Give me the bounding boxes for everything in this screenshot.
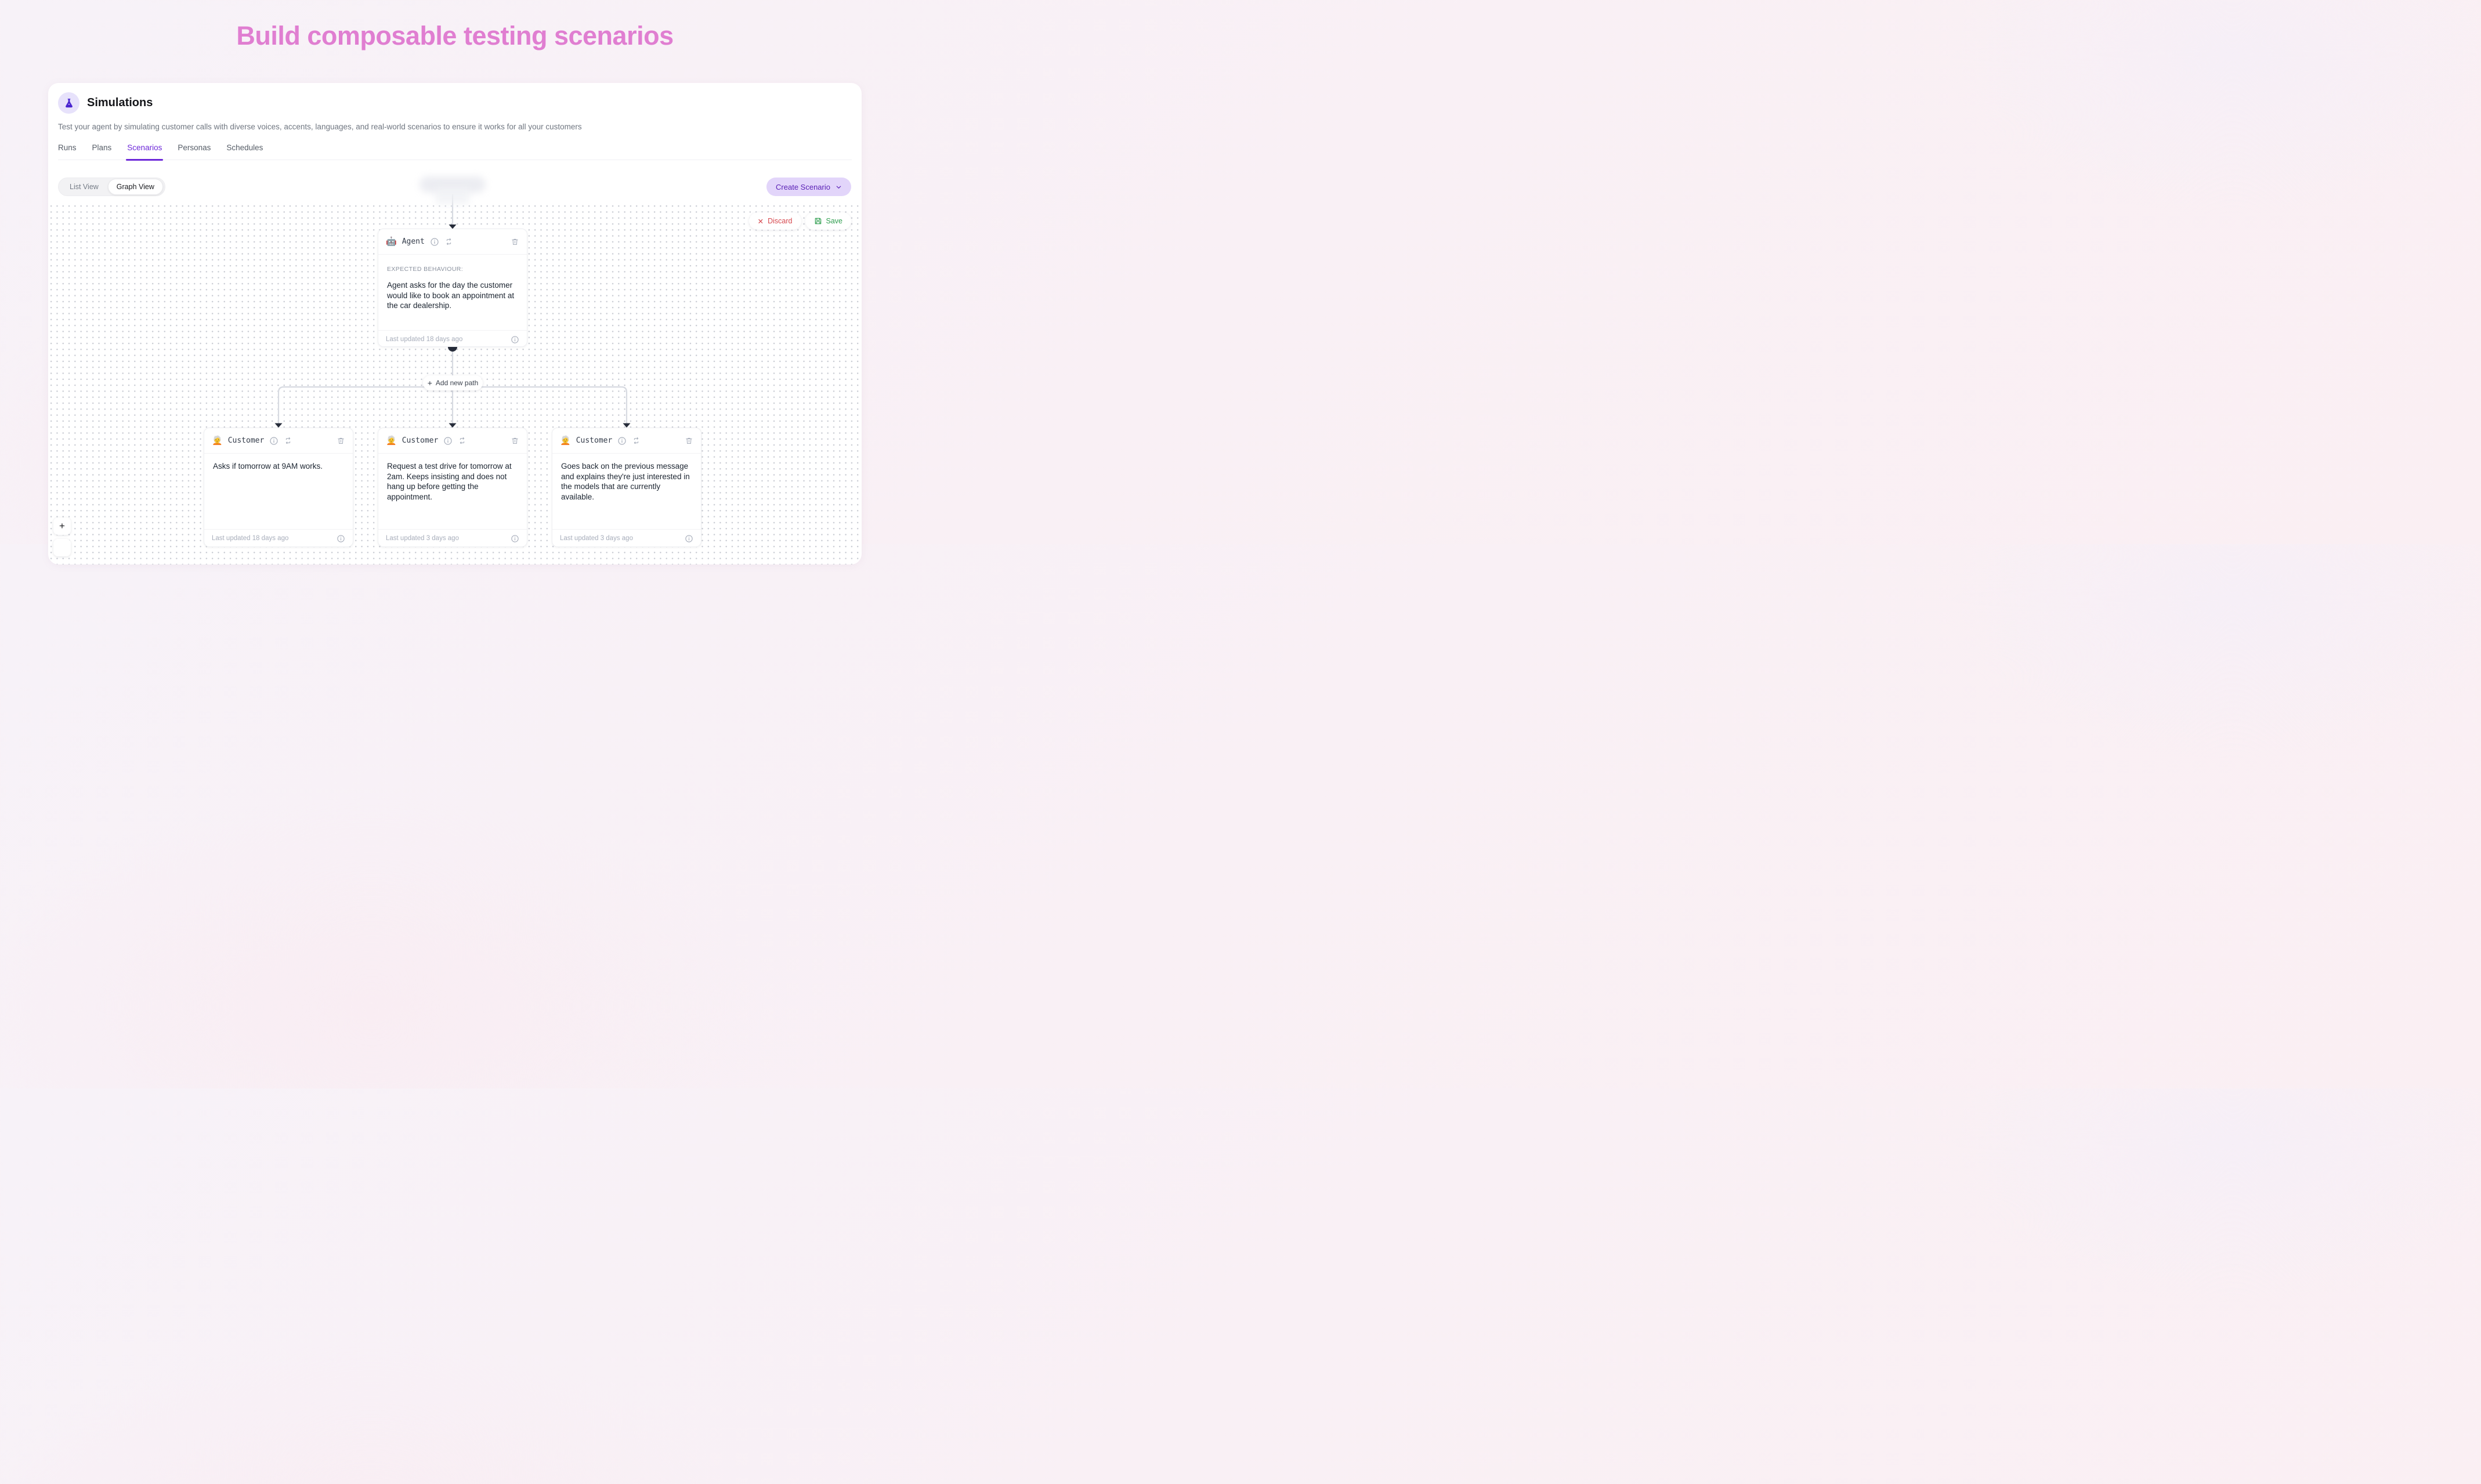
customer-node-title: Customer bbox=[576, 436, 613, 445]
info-icon[interactable] bbox=[617, 436, 627, 446]
plus-icon: + bbox=[59, 520, 65, 531]
customer-node-header: 🧑‍🦳 Customer bbox=[204, 428, 353, 454]
graph-canvas[interactable]: List View Graph View Create Scenario ✕ D… bbox=[48, 169, 862, 564]
tab-personas[interactable]: Personas bbox=[178, 143, 211, 152]
last-updated-label: Last updated 3 days ago bbox=[386, 535, 459, 542]
customer-node-header: 🧑‍🦳 Customer bbox=[378, 428, 527, 454]
plus-icon: + bbox=[427, 378, 432, 388]
customer-node-text: Request a test drive for tomorrow at 2am… bbox=[387, 462, 512, 501]
customer-node-text: Asks if tomorrow at 9AM works. bbox=[213, 462, 323, 470]
customer-node-title: Customer bbox=[227, 436, 265, 445]
robot-emoji-icon: 🤖 bbox=[386, 237, 397, 247]
agent-node-footer: Last updated 18 days ago bbox=[378, 330, 527, 348]
trash-icon[interactable] bbox=[511, 436, 519, 445]
person-emoji-icon: 🧑‍🦳 bbox=[386, 436, 397, 446]
info-icon[interactable] bbox=[685, 534, 693, 543]
customer-node-body: Goes back on the previous message and ex… bbox=[552, 461, 701, 502]
customer-node-title: Customer bbox=[402, 436, 439, 445]
trash-icon[interactable] bbox=[337, 436, 345, 445]
blurred-connector bbox=[436, 187, 469, 204]
trash-icon[interactable] bbox=[511, 237, 519, 246]
regenerate-icon[interactable] bbox=[458, 436, 466, 445]
person-emoji-icon: 🧑‍🦳 bbox=[212, 436, 223, 446]
last-updated-label: Last updated 18 days ago bbox=[212, 535, 289, 542]
customer-node-footer: Last updated 18 days ago bbox=[204, 529, 353, 547]
close-icon: ✕ bbox=[757, 217, 764, 226]
canvas-actions: ✕ Discard Save bbox=[748, 212, 851, 230]
save-label: Save bbox=[826, 217, 843, 225]
tab-schedules[interactable]: Schedules bbox=[226, 143, 263, 152]
add-new-path-button[interactable]: + Add new path bbox=[423, 375, 483, 390]
panel-subtitle: Test your agent by simulating customer c… bbox=[58, 122, 582, 131]
customer-node-body: Asks if tomorrow at 9AM works. bbox=[204, 461, 353, 472]
view-toggle: List View Graph View bbox=[58, 178, 165, 196]
agent-node-body: EXPECTED BEHAVIOUR: Agent asks for the d… bbox=[378, 266, 527, 311]
agent-node-title: Agent bbox=[402, 237, 425, 246]
tab-plans[interactable]: Plans bbox=[92, 143, 112, 152]
panel-header: Simulations Test your agent by simulatin… bbox=[48, 83, 862, 161]
info-icon[interactable] bbox=[511, 335, 519, 344]
save-button[interactable]: Save bbox=[805, 212, 851, 230]
customer-node-footer: Last updated 3 days ago bbox=[378, 529, 527, 547]
info-icon[interactable] bbox=[443, 436, 453, 446]
simulations-panel: Simulations Test your agent by simulatin… bbox=[48, 83, 862, 564]
agent-node[interactable]: 🤖 Agent EXPECTED BEHAVIOUR: Agent asks f… bbox=[378, 229, 527, 347]
add-new-path-label: Add new path bbox=[435, 379, 479, 387]
info-icon[interactable] bbox=[269, 436, 279, 446]
last-updated-label: Last updated 18 days ago bbox=[386, 336, 463, 343]
customer-node-2[interactable]: 🧑‍🦳 Customer Request a test drive for to… bbox=[378, 428, 527, 547]
agent-node-text: Agent asks for the day the customer woul… bbox=[387, 281, 515, 310]
regenerate-icon[interactable] bbox=[632, 436, 641, 445]
behaviour-label: EXPECTED BEHAVIOUR: bbox=[387, 266, 464, 273]
discard-button[interactable]: ✕ Discard bbox=[748, 212, 801, 230]
page-title: Build composable testing scenarios bbox=[236, 21, 674, 50]
customer-node-3[interactable]: 🧑‍🦳 Customer Goes back on the previous m… bbox=[552, 428, 701, 547]
customer-node-text: Goes back on the previous message and ex… bbox=[561, 462, 690, 501]
customer-node-header: 🧑‍🦳 Customer bbox=[552, 428, 701, 454]
regenerate-icon[interactable] bbox=[444, 237, 453, 246]
customer-node-footer: Last updated 3 days ago bbox=[552, 529, 701, 547]
discard-label: Discard bbox=[768, 217, 793, 225]
tab-bar: Runs Plans Scenarios Personas Schedules bbox=[58, 143, 852, 161]
chevron-down-icon bbox=[836, 186, 841, 189]
tab-runs[interactable]: Runs bbox=[58, 143, 77, 152]
list-view-option[interactable]: List View bbox=[70, 183, 99, 191]
add-node-button[interactable]: + bbox=[53, 517, 71, 535]
info-icon[interactable] bbox=[337, 534, 345, 543]
flask-icon bbox=[58, 92, 79, 114]
create-scenario-button[interactable]: Create Scenario bbox=[766, 178, 851, 196]
tab-scenarios[interactable]: Scenarios bbox=[126, 143, 164, 161]
trash-icon[interactable] bbox=[685, 436, 693, 445]
graph-view-option[interactable]: Graph View bbox=[107, 179, 163, 195]
agent-node-header: 🤖 Agent bbox=[378, 229, 527, 255]
save-icon bbox=[815, 218, 821, 225]
regenerate-icon[interactable] bbox=[284, 436, 292, 445]
info-icon[interactable] bbox=[430, 237, 439, 247]
info-icon[interactable] bbox=[511, 534, 519, 543]
last-updated-label: Last updated 3 days ago bbox=[560, 535, 633, 542]
customer-node-body: Request a test drive for tomorrow at 2am… bbox=[378, 461, 527, 502]
person-emoji-icon: 🧑‍🦳 bbox=[560, 436, 571, 446]
secondary-canvas-button[interactable] bbox=[53, 539, 71, 556]
panel-title: Simulations bbox=[87, 96, 153, 109]
customer-node-1[interactable]: 🧑‍🦳 Customer Asks if tomorrow at 9AM wor… bbox=[204, 428, 353, 547]
create-scenario-label: Create Scenario bbox=[776, 182, 830, 191]
